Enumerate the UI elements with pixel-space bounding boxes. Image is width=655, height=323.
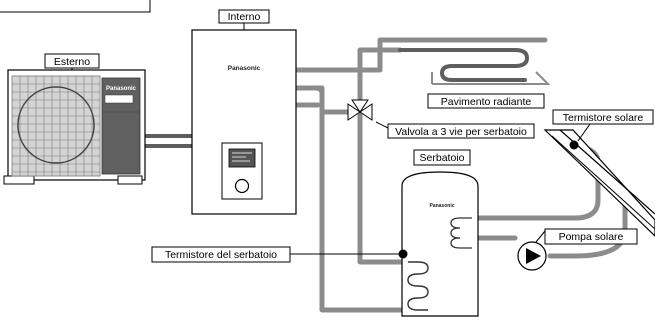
label-serbatoio: Serbatoio	[413, 149, 471, 166]
three-way-valve-icon	[347, 99, 373, 121]
indoor-unit: Panasonic	[191, 29, 297, 215]
label-termistore-solare: Termistore solare	[552, 109, 654, 125]
label-pavimento-radiante: Pavimento radiante	[427, 93, 545, 109]
tank: Panasonic	[398, 171, 479, 317]
solar-collector	[543, 129, 655, 237]
leader-lines	[71, 23, 591, 255]
svg-text:Termistore solare: Termistore solare	[563, 112, 644, 124]
indoor-knob-icon	[234, 178, 250, 194]
label-pompa-solare: Pompa solare	[544, 228, 638, 245]
outdoor-unit: Panasonic	[3, 69, 146, 185]
svg-text:Serbatoio: Serbatoio	[420, 152, 465, 164]
label-termistore-serbatoio: Termistore del serbatoio	[151, 246, 291, 263]
svg-text:Valvola a 3 vie per serbatoio: Valvola a 3 vie per serbatoio	[395, 126, 527, 138]
label-esterno: Esterno	[44, 53, 100, 69]
indoor-brand: Panasonic	[228, 65, 261, 72]
outdoor-fan-icon	[17, 86, 95, 164]
outdoor-fan-grille	[11, 75, 101, 177]
floor-heating-tray	[431, 71, 551, 85]
solar-pump-icon	[517, 241, 547, 271]
indoor-display	[228, 148, 256, 168]
tank-thermistor-dot	[398, 249, 408, 259]
svg-text:Pavimento radiante: Pavimento radiante	[441, 96, 532, 108]
svg-text:Pompa solare: Pompa solare	[559, 231, 624, 243]
solar-thermistor-dot	[569, 140, 579, 150]
svg-text:Interno: Interno	[228, 11, 261, 23]
tank-heatpump-coil	[407, 261, 429, 311]
tank-solar-coil	[450, 217, 472, 249]
svg-text:Termistore del serbatoio: Termistore del serbatoio	[165, 249, 277, 261]
label-valvola: Valvola a 3 vie per serbatoio	[387, 123, 535, 139]
outdoor-brand: Panasonic	[106, 86, 137, 92]
svg-text:Esterno: Esterno	[54, 56, 90, 68]
label-interno: Interno	[218, 9, 270, 24]
tank-brand: Panasonic	[429, 203, 454, 209]
cropped-label-box	[0, 0, 151, 13]
